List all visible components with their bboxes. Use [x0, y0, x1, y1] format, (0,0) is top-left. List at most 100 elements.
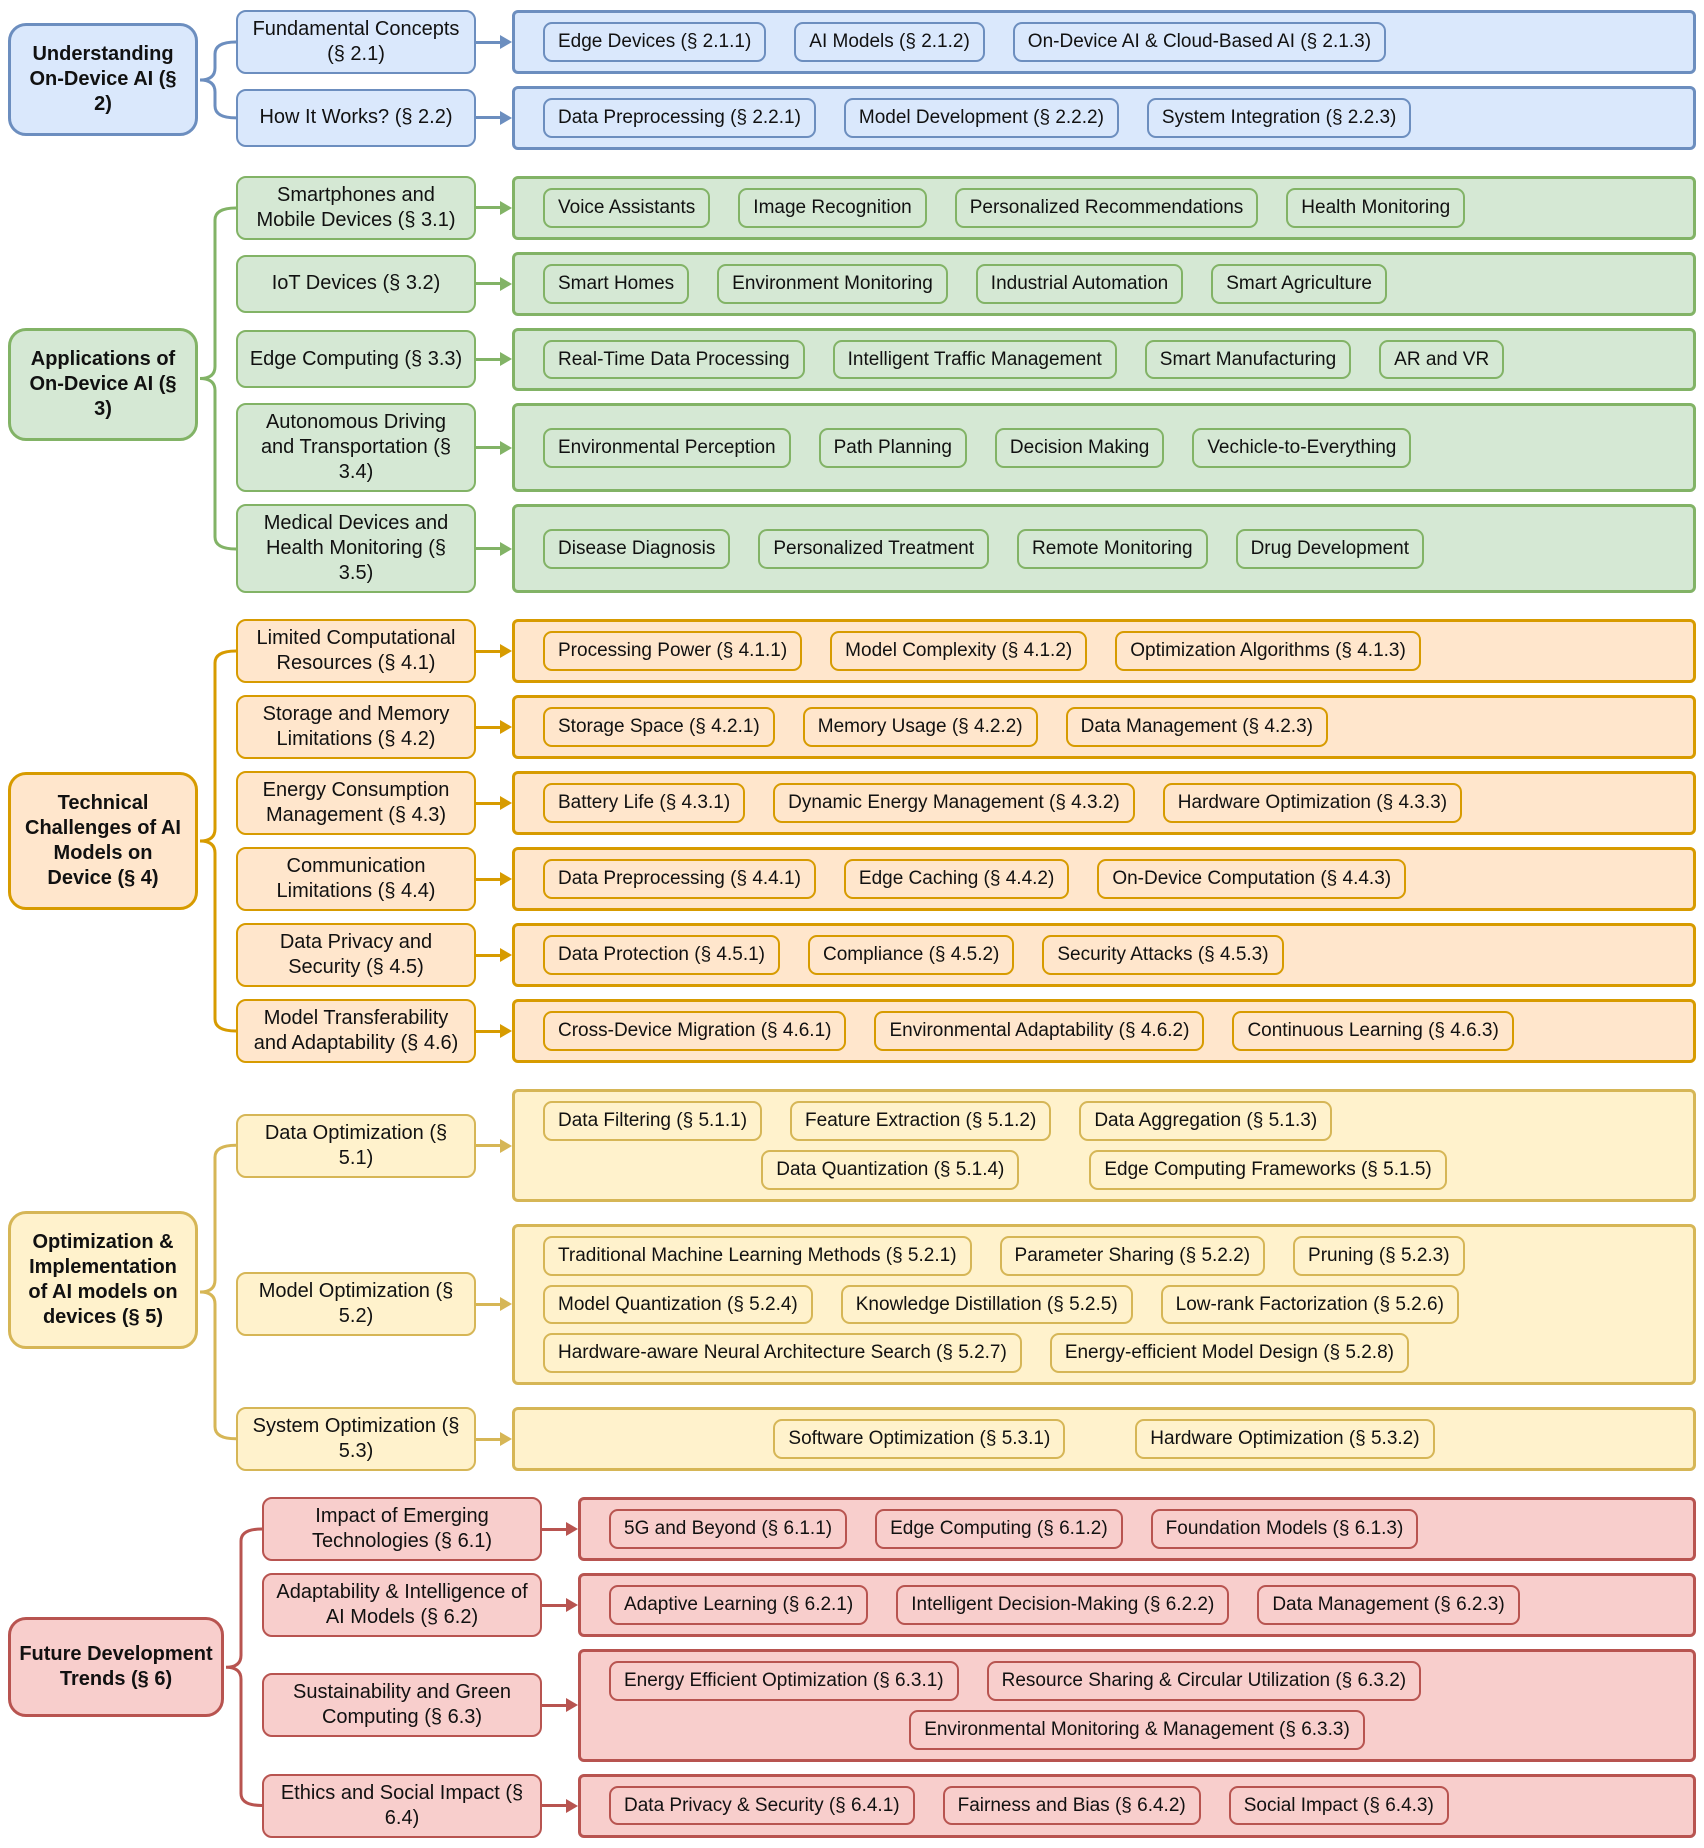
leaf-node: Intelligent Decision-Making (§ 6.2.2) [896, 1585, 1230, 1625]
leaf-row: Traditional Machine Learning Methods (§ … [529, 1235, 1679, 1276]
brace-connector [198, 176, 238, 594]
leaf-node: Environment Monitoring [717, 263, 948, 304]
leaf-node: Edge Computing Frameworks (§ 5.1.5) [1089, 1150, 1447, 1190]
branch-row: Autonomous Driving and Transportation (§… [236, 403, 1696, 493]
leaf-group: Software Optimization (§ 5.3.1)Hardware … [512, 1407, 1696, 1471]
root-node-applications-of-on-device-ai: Applications of On-Device AI (§ 3) [8, 328, 198, 441]
leaf-node: Software Optimization (§ 5.3.1) [773, 1419, 1066, 1459]
branch-node: Adaptability & Intelligence of AI Models… [262, 1573, 542, 1637]
leaf-row: Storage Space (§ 4.2.1)Memory Usage (§ 4… [529, 707, 1679, 748]
branch-row: Smartphones and Mobile Devices (§ 3.1) Vo… [236, 175, 1696, 240]
leaf-node: Pruning (§ 5.2.3) [1293, 1235, 1465, 1276]
leaf-node: Feature Extraction (§ 5.1.2) [790, 1101, 1052, 1141]
leaf-node: Personalized Treatment [758, 528, 990, 569]
leaf-group: Traditional Machine Learning Methods (§ … [512, 1223, 1696, 1385]
arrow-head-icon [500, 1297, 512, 1312]
leaf-node: Cross-Device Migration (§ 4.6.1) [543, 1011, 847, 1052]
branch-row: Edge Computing (§ 3.3)Real-Time Data Pro… [236, 327, 1696, 392]
branch-node: Model Transferability and Adaptability (… [236, 999, 476, 1064]
arrow-icon [476, 948, 512, 963]
leaf-node: Traditional Machine Learning Methods (§ … [543, 1235, 972, 1276]
leaf-row: Data Protection (§ 4.5.1)Compliance (§ 4… [529, 935, 1679, 976]
leaf-node: Energy Efficient Optimization (§ 6.3.1) [609, 1661, 959, 1701]
arrow-icon [476, 644, 512, 659]
branch-rows: Fundamental Concepts (§ 2.1)Edge Devices… [236, 10, 1696, 150]
branch-node: Medical Devices and Health Monitoring (§… [236, 504, 476, 594]
arrow-head-icon [500, 276, 512, 291]
leaf-node: Data Quantization (§ 5.1.4) [761, 1150, 1020, 1190]
leaf-group: Data Protection (§ 4.5.1)Compliance (§ 4… [512, 923, 1696, 988]
leaf-node: Foundation Models (§ 6.1.3) [1150, 1509, 1419, 1549]
branch-row: How It Works? (§ 2.2) Data Preprocessing … [236, 86, 1696, 150]
brace-icon [225, 1527, 264, 1807]
brace-connector [198, 10, 238, 150]
arrow-line [476, 116, 500, 120]
leaf-node: Continuous Learning (§ 4.6.3) [1232, 1011, 1514, 1052]
branch-row: Model Transferability and Adaptability (… [236, 999, 1696, 1064]
arrow-head-icon [566, 1798, 578, 1813]
branch-row: Communication Limitations (§ 4.4) Data Pr… [236, 847, 1696, 912]
arrow-line [476, 1437, 500, 1441]
arrow-icon [476, 110, 512, 125]
leaf-node: System Integration (§ 2.2.3) [1146, 98, 1412, 138]
branch-row: Ethics and Social Impact (§ 6.4) Data Pri… [262, 1773, 1696, 1838]
leaf-group: 5G and Beyond (§ 6.1.1)Edge Computing (§… [578, 1497, 1696, 1561]
arrow-line [476, 877, 500, 881]
leaf-row: Data Preprocessing (§ 2.2.1)Model Develo… [529, 98, 1679, 138]
arrow-head-icon [500, 720, 512, 735]
leaf-node: Parameter Sharing (§ 5.2.2) [999, 1235, 1266, 1276]
arrow-icon [542, 1798, 578, 1813]
arrow-icon [476, 1024, 512, 1039]
leaf-node: Environmental Monitoring & Management (§… [909, 1709, 1365, 1750]
leaf-node: Vechicle-to-Everything [1192, 427, 1412, 468]
leaf-node: Adaptive Learning (§ 6.2.1) [609, 1585, 869, 1625]
branch-node: Ethics and Social Impact (§ 6.4) [262, 1773, 542, 1838]
branch-row: Limited Computational Resources (§ 4.1)P… [236, 619, 1696, 684]
leaf-group: Battery Life (§ 4.3.1)Dynamic Energy Man… [512, 771, 1696, 836]
arrow-head-icon [500, 352, 512, 367]
leaf-node: Data Management (§ 6.2.3) [1257, 1585, 1520, 1625]
arrow-line [476, 1144, 500, 1147]
arrow-icon [476, 796, 512, 811]
arrow-line [476, 282, 500, 286]
branch-node: Data Privacy and Security (§ 4.5) [236, 923, 476, 988]
leaf-row: Cross-Device Migration (§ 4.6.1)Environm… [529, 1011, 1679, 1052]
leaf-node: AR and VR [1379, 339, 1505, 380]
root-node-understanding-on-device-ai: Understanding On-Device AI (§ 2) [8, 23, 198, 137]
root-node-technical-challenges-of-ai-models-on-device: Technical Challenges of AI Models on Dev… [8, 772, 198, 911]
arrow-head-icon [500, 1024, 512, 1039]
arrow-head-icon [566, 1522, 578, 1536]
leaf-group: Cross-Device Migration (§ 4.6.1)Environm… [512, 999, 1696, 1064]
leaf-node: Optimization Algorithms (§ 4.1.3) [1115, 631, 1421, 672]
section-future-development-trends: Future Development Trends (§ 6)Impact of… [8, 1497, 1696, 1838]
leaf-row: Data Preprocessing (§ 4.4.1)Edge Caching… [529, 859, 1679, 900]
branch-node: Communication Limitations (§ 4.4) [236, 847, 476, 912]
arrow-icon [476, 440, 512, 455]
arrow-icon [542, 1698, 578, 1713]
leaf-node: Smart Homes [543, 263, 690, 304]
branch-row: Model Optimization (§ 5.2)Traditional Ma… [236, 1223, 1696, 1385]
leaf-node: Processing Power (§ 4.1.1) [543, 631, 803, 672]
leaf-group: Data Preprocessing (§ 2.2.1)Model Develo… [512, 86, 1696, 150]
arrow-line [476, 953, 500, 957]
leaf-group: Data Privacy & Security (§ 6.4.1)Fairnes… [578, 1773, 1696, 1838]
leaf-node: Edge Devices (§ 2.1.1) [543, 22, 767, 62]
leaf-node: Hardware-aware Neural Architecture Searc… [543, 1333, 1022, 1373]
leaf-node: Model Development (§ 2.2.2) [843, 98, 1119, 138]
leaf-node: Smart Agriculture [1211, 263, 1387, 304]
branch-node: How It Works? (§ 2.2) [236, 88, 476, 147]
leaf-group: Data Filtering (§ 5.1.1)Feature Extracti… [512, 1089, 1696, 1202]
arrow-icon [476, 352, 512, 367]
leaf-node: On-Device Computation (§ 4.4.3) [1097, 859, 1407, 900]
branch-node: Smartphones and Mobile Devices (§ 3.1) [236, 175, 476, 240]
leaf-node: Edge Caching (§ 4.4.2) [843, 859, 1070, 900]
leaf-node: Model Complexity (§ 4.1.2) [830, 631, 1088, 672]
leaf-row: Software Optimization (§ 5.3.1)Hardware … [529, 1419, 1679, 1459]
